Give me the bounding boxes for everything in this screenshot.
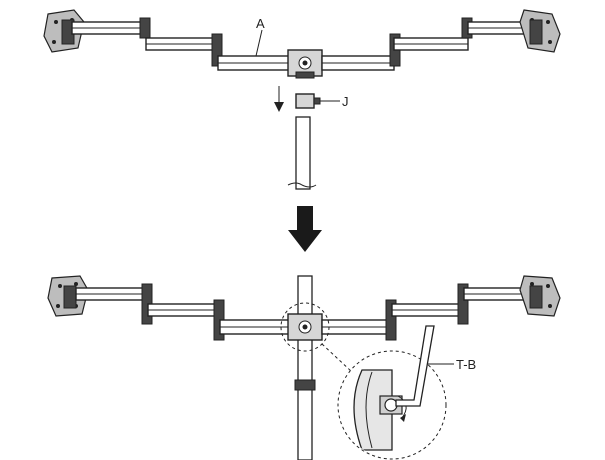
pole-top — [287, 116, 317, 190]
center-clamp-bottom — [287, 313, 323, 341]
right-vesa-plate-bottom — [519, 275, 561, 317]
triple-arm-assembly-top — [43, 9, 561, 79]
detail-highlight-circle — [280, 302, 330, 352]
hex-key-icon — [395, 325, 435, 407]
triple-arm-assembly-bottom — [47, 275, 561, 341]
label-j: J — [342, 94, 349, 109]
magnified-detail — [337, 325, 447, 460]
big-down-arrow — [288, 206, 322, 252]
callout-line-a — [255, 29, 263, 57]
adapter-j — [295, 93, 321, 109]
left-vesa-plate-top — [43, 9, 85, 53]
label-a: A — [256, 16, 265, 31]
small-down-arrow — [274, 86, 284, 112]
center-clamp-top — [287, 49, 323, 79]
label-tb: T-B — [456, 357, 476, 372]
pole-bottom — [294, 275, 316, 460]
right-vesa-plate-top — [519, 9, 561, 53]
